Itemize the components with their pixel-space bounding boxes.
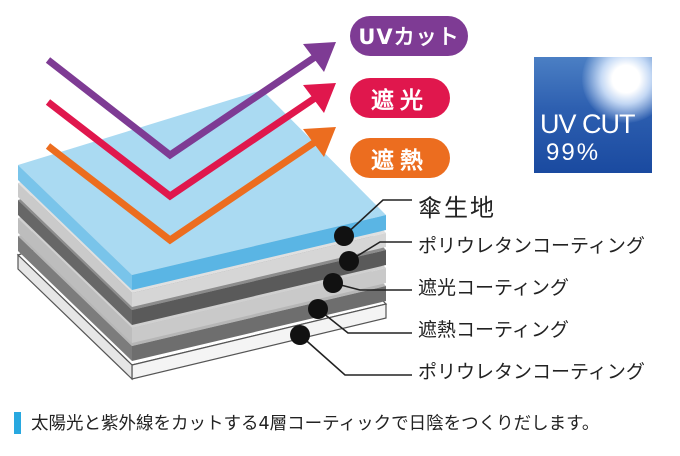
fabric-layer-top [18,90,386,275]
shade-coating-label: 遮光コーティング [418,277,569,299]
heat-shield-coating-label: 遮熱コーティング [418,319,569,341]
fabric-layer-front [132,215,386,290]
fabric-layer-side [18,165,132,290]
layer-2-side [18,200,132,325]
layer-1-front [132,233,386,307]
heat-ray-arrow [45,137,320,245]
polyurethane-coating-label-2: ポリウレタンコーティング [418,361,645,383]
layer-bottom-side [17,253,133,381]
shade-ray-arrowhead [303,83,336,113]
caption-accent-bar [14,411,21,434]
badge-title: UV CUT [540,109,635,139]
uv-ray-arrowhead [303,42,336,72]
caption-text: 太陽光と紫外線をカットする4層コーティックで日陰をつくりだします。 [31,414,600,434]
leader-line-coat3 [317,308,412,334]
leader-dot-coat1 [339,251,359,271]
caption: 太陽光と紫外線をカットする4層コーティックで日陰をつくりだします。 [14,410,599,435]
leader-dot-fabric [334,226,354,246]
polyurethane-coating-label-1: ポリウレタンコーティング [418,235,645,257]
leader-line-fabric [343,199,412,237]
leader-dot-coat4 [290,325,310,345]
uv-cut-badge: UV CUT 99% [534,57,652,173]
layer-3-side [18,218,132,343]
layer-4-side [18,236,132,361]
uv-cut-label: UVカット [350,16,468,56]
shade-ray-arrow [45,93,320,201]
leader-dot-coat2 [323,273,343,293]
leader-dot-coat3 [308,299,328,319]
layer-1-side [18,183,132,307]
layer-3-front [132,268,386,343]
shade-label: 遮光 [350,78,450,118]
fabric-layer-label: 傘生地 [418,194,496,222]
badge-percentage: 99% [546,139,601,166]
uv-ray-arrow [45,52,320,160]
leader-line-coat4 [299,334,412,376]
heat-shield-label: 遮熱 [350,138,450,178]
leader-line-coat1 [348,241,412,262]
heat-ray-arrowhead [303,127,336,157]
layer-2-front [132,250,386,325]
